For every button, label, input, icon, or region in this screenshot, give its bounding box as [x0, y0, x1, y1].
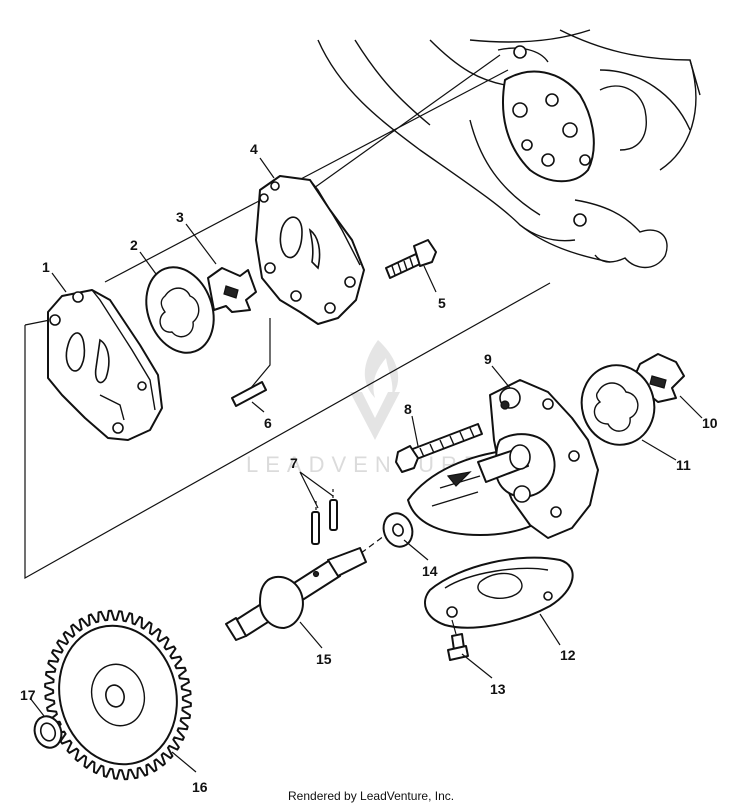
part-11-outer-rotor	[580, 364, 656, 446]
part-1-pump-cover	[47, 289, 163, 441]
callout-11: 11	[676, 457, 691, 473]
part-2-outer-rotor	[145, 266, 215, 354]
part-5-bolt	[385, 239, 437, 279]
callout-2: 2	[130, 237, 138, 253]
assembly-lines	[24, 54, 551, 580]
callout-17: 17	[20, 687, 36, 703]
part-13-screw	[447, 619, 469, 661]
engine-crankcase	[317, 29, 701, 269]
callout-7: 7	[290, 455, 298, 471]
callout-4: 4	[250, 141, 258, 157]
part-8-bolt	[395, 423, 483, 473]
part-17-snap-ring	[33, 715, 63, 749]
part-15-shaft	[225, 547, 367, 641]
callout-9: 9	[484, 351, 492, 367]
leadventure-watermark: LEADVENTURE	[246, 340, 479, 477]
callout-3: 3	[176, 209, 184, 225]
part-12-plate	[424, 556, 574, 629]
part-9-pump-housing	[407, 379, 599, 539]
callout-10: 10	[702, 415, 718, 431]
part-6-dowel-pin	[231, 381, 267, 407]
callout-13: 13	[490, 681, 506, 697]
callout-leaders	[29, 157, 703, 773]
callout-5: 5	[438, 295, 446, 311]
callout-8: 8	[404, 401, 412, 417]
part-14-washer	[382, 512, 414, 548]
callout-14: 14	[422, 563, 438, 579]
callout-6: 6	[264, 415, 272, 431]
callout-12: 12	[560, 647, 576, 663]
part-7-dowel-pins	[311, 488, 338, 545]
part-3-inner-rotor	[207, 267, 257, 313]
part-4-pump-body	[255, 175, 365, 325]
callout-labels: 1 2 3 4 5 6 7 8 9 10 11 12 13 14 15 16 1…	[20, 141, 718, 795]
part-16-drive-gear	[44, 609, 192, 781]
callout-16: 16	[192, 779, 208, 795]
callout-1: 1	[42, 259, 50, 275]
footer-credit: Rendered by LeadVenture, Inc.	[288, 789, 454, 803]
callout-15: 15	[316, 651, 332, 667]
